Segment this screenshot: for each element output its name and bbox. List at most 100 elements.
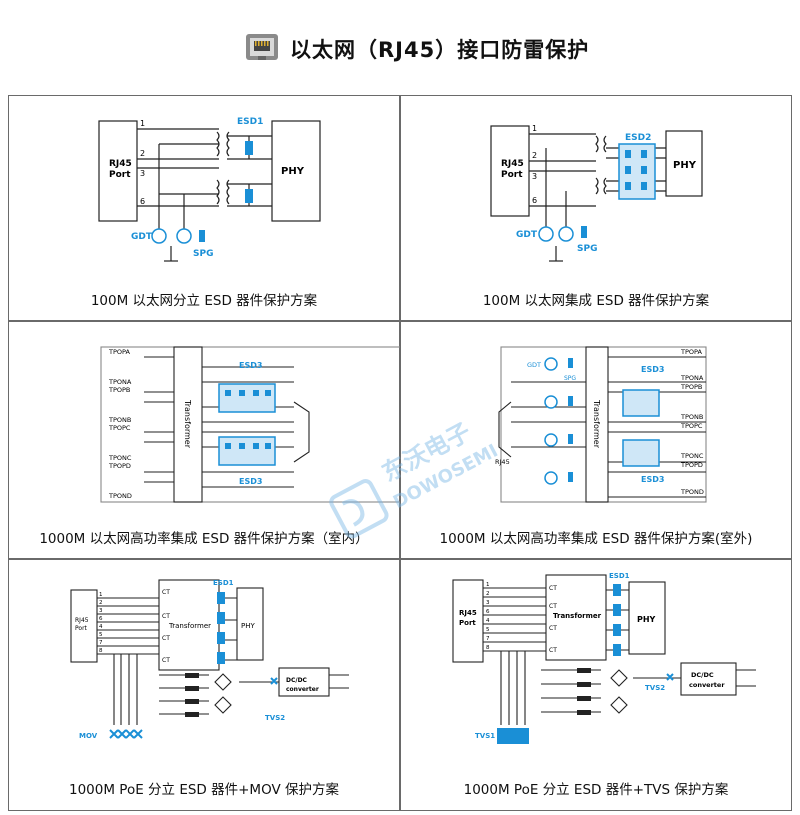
tvs-top-label: TVS2 bbox=[645, 684, 665, 692]
pair-label: TPONC bbox=[108, 454, 132, 462]
esd-label: ESD1 bbox=[237, 117, 263, 127]
port-label-2: Port bbox=[109, 170, 131, 180]
pin-label: 4 bbox=[99, 624, 103, 630]
pin-label: 5 bbox=[99, 632, 103, 638]
pair-label: TPOPA bbox=[108, 348, 131, 356]
port-label-2: Port bbox=[459, 619, 476, 627]
esd-label: ESD2 bbox=[625, 133, 651, 143]
pin-label: 8 bbox=[99, 648, 103, 654]
transformer-label: Transformer bbox=[553, 612, 602, 620]
port-label-2: Port bbox=[501, 170, 523, 180]
pin-label: 6 bbox=[140, 197, 145, 206]
gdt-label: GDT bbox=[131, 232, 153, 242]
pin-label: 3 bbox=[532, 172, 537, 181]
ct-label: CT bbox=[549, 647, 557, 654]
panel-caption: 1000M 以太网高功率集成 ESD 器件保护方案(室外) bbox=[439, 531, 753, 547]
spg-label: SPG bbox=[564, 375, 576, 382]
pair-label: TPONA bbox=[680, 374, 704, 382]
pin-label: 3 bbox=[486, 600, 490, 606]
panel-caption: 1000M PoE 分立 ESD 器件+TVS 保护方案 bbox=[463, 782, 729, 798]
pair-label: TPOPD bbox=[680, 461, 703, 469]
pin-label: 1 bbox=[99, 592, 103, 598]
dcdc-label-2: converter bbox=[286, 686, 319, 693]
port-label-2: Port bbox=[75, 625, 88, 632]
pair-label: TPOPC bbox=[680, 422, 703, 430]
schematic-100m-discrete: RJ45 Port PHY ESD1 GDT SPG 1 2 3 6 bbox=[98, 117, 321, 262]
rj45-label: RJ45 bbox=[495, 458, 510, 466]
transformer-label: Transformer bbox=[183, 399, 192, 449]
ct-label: CT bbox=[549, 585, 557, 592]
ct-label: CT bbox=[549, 603, 557, 610]
pin-label: 6 bbox=[532, 196, 537, 205]
pin-label: 1 bbox=[486, 582, 490, 588]
pair-label: TPONA bbox=[108, 378, 132, 386]
pin-label: 4 bbox=[486, 618, 490, 624]
esd-bottom-label: ESD3 bbox=[239, 477, 262, 486]
phy-label: PHY bbox=[281, 166, 305, 177]
pin-label: 1 bbox=[532, 124, 537, 133]
panel-1000m-poe-tvs: RJ45 Port Transformer PHY ESD1 CT CT CT … bbox=[400, 559, 792, 811]
pin-label: 5 bbox=[486, 627, 490, 633]
spg-label: SPG bbox=[193, 249, 213, 259]
phy-label: PHY bbox=[637, 615, 656, 624]
pin-label: 6 bbox=[99, 616, 103, 622]
tvs-bottom-label: TVS1 bbox=[475, 732, 495, 740]
pair-label: TPONC bbox=[680, 452, 704, 460]
transformer-label: Transformer bbox=[592, 399, 601, 449]
port-label-1: RJ45 bbox=[109, 159, 132, 169]
pin-label: 6 bbox=[486, 609, 490, 615]
port-label-1: RJ45 bbox=[459, 609, 477, 617]
page-header: 以太网（RJ45）接口防雷保护 bbox=[0, 0, 800, 92]
pin-label: 8 bbox=[486, 645, 490, 651]
pin-label: 2 bbox=[532, 151, 537, 160]
pin-label: 2 bbox=[486, 591, 490, 597]
pair-label: TPOPC bbox=[108, 424, 131, 432]
phy-label: PHY bbox=[241, 622, 255, 630]
pin-label: 7 bbox=[486, 636, 490, 642]
dcdc-label-2: converter bbox=[689, 681, 725, 689]
page-title: 以太网（RJ45）接口防雷保护 bbox=[290, 38, 590, 62]
ct-label: CT bbox=[549, 625, 557, 632]
schematic-poe-mov: RJ45 Port Transformer PHY ESD1 CT CT CT … bbox=[70, 579, 349, 740]
rj45-connector-icon bbox=[246, 34, 278, 60]
ct-label: CT bbox=[162, 635, 170, 642]
pair-label: TPONB bbox=[108, 416, 131, 424]
panel-1000m-outdoor: GDT SPG RJ45 Transformer ESD3 ESD3 TPOPA… bbox=[400, 321, 792, 559]
pin-label: 2 bbox=[99, 600, 103, 606]
schematic-1000m-outdoor: GDT SPG RJ45 Transformer ESD3 ESD3 TPOPA… bbox=[495, 346, 707, 503]
tvs-label: TVS2 bbox=[265, 714, 285, 722]
ct-label: CT bbox=[162, 589, 170, 596]
schematic-100m-integrated: RJ45 Port PHY ESD2 GDT SPG 1 2 3 6 bbox=[490, 124, 703, 262]
gdt-label: GDT bbox=[516, 230, 538, 240]
panel-caption: 100M 以太网集成 ESD 器件保护方案 bbox=[482, 293, 710, 309]
port-label-1: RJ45 bbox=[501, 159, 524, 169]
esd-top-label: ESD3 bbox=[641, 365, 664, 374]
pin-label: 1 bbox=[140, 119, 145, 128]
schematic-poe-tvs: RJ45 Port Transformer PHY ESD1 CT CT CT … bbox=[452, 572, 756, 744]
pin-label: 7 bbox=[99, 640, 103, 646]
pair-label: TPOPB bbox=[680, 383, 702, 391]
mov-label: MOV bbox=[79, 732, 98, 740]
panel-1000m-poe-mov: RJ45 Port Transformer PHY ESD1 CT CT CT … bbox=[8, 559, 400, 811]
gdt-label: GDT bbox=[527, 361, 541, 369]
ct-label: CT bbox=[162, 657, 170, 664]
dcdc-label-1: DC/DC bbox=[691, 671, 714, 679]
panel-100m-discrete: RJ45 Port PHY ESD1 GDT SPG 1 2 3 6 100M … bbox=[8, 95, 400, 321]
dcdc-label-1: DC/DC bbox=[286, 677, 308, 684]
pair-label: TPOPB bbox=[108, 386, 130, 394]
esd-label: ESD1 bbox=[609, 572, 630, 580]
spg-label: SPG bbox=[577, 244, 597, 254]
pair-label: TPOPD bbox=[108, 462, 131, 470]
esd-label: ESD1 bbox=[213, 579, 234, 587]
panel-caption: 100M 以太网分立 ESD 器件保护方案 bbox=[90, 293, 318, 309]
phy-label: PHY bbox=[673, 160, 697, 171]
esd-top-label: ESD3 bbox=[239, 361, 262, 370]
panel-1000m-indoor: TPOPA TPONA TPOPB TPONB TPOPC TPONC TPOP… bbox=[8, 321, 401, 559]
pin-label: 3 bbox=[99, 608, 103, 614]
panel-100m-integrated: RJ45 Port PHY ESD2 GDT SPG 1 2 3 6 100M … bbox=[400, 95, 792, 321]
transformer-label: Transformer bbox=[168, 622, 211, 630]
pair-label: TPOND bbox=[680, 488, 704, 496]
ct-label: CT bbox=[162, 613, 170, 620]
panel-caption: 1000M 以太网高功率集成 ESD 器件保护方案（室内） bbox=[39, 531, 369, 547]
pair-label: TPOND bbox=[108, 492, 132, 500]
